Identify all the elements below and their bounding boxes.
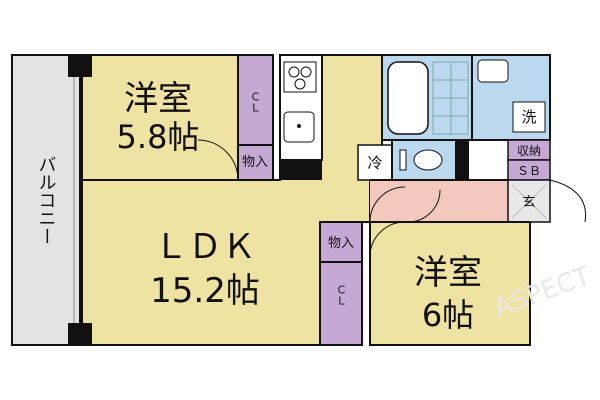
closet1-label: ＣＬ [249,91,262,113]
storage2-label: 収納 [517,144,541,158]
storage-3 [319,221,363,263]
washer-space [512,101,546,133]
fridge-space [357,144,394,181]
western-room-1 [81,54,241,181]
western1-size: 5.8帖 [117,118,200,156]
western-room-2 [369,221,531,346]
balcony-label: バルコニー [36,155,57,245]
washer-label: 洗 [521,108,536,126]
storage3-label: 物入 [328,236,354,251]
closet2-label: ＣＬ [335,284,348,306]
entrance-label: 玄 [522,195,535,210]
closet-2 [319,261,363,346]
western1-name: 洋室 [124,79,192,119]
ldk-name: ＬＤＫ [154,227,256,267]
ldk-size: 15.2帖 [150,271,260,311]
entry-hall [370,180,508,222]
shoebox-label: ＳＢ [517,164,541,178]
western2-size: 6帖 [422,296,474,334]
fridge-label: 冷 [367,154,382,172]
storage1-label: 物入 [242,155,268,170]
western2-name: 洋室 [414,253,482,293]
balcony-area [11,54,81,346]
